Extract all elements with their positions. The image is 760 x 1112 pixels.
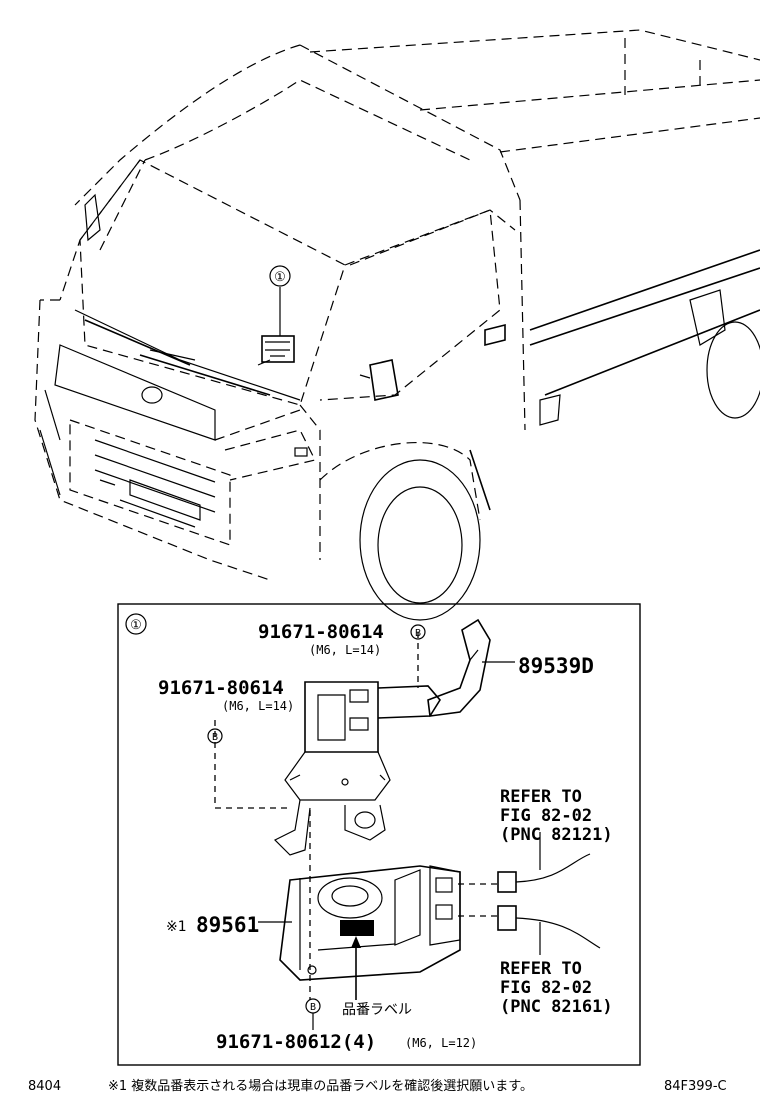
truck-callout-marker: ①: [274, 270, 286, 285]
leader-bolt-left: [214, 720, 288, 809]
truck-illustration: ①: [34, 29, 760, 621]
bolt-upper-spec: (M6, L=14): [309, 643, 381, 657]
footer-figure-code: 84F399-C: [664, 1079, 727, 1094]
bolt-badge-left: B: [207, 728, 223, 744]
footer-note: ※1 複数品番表示される場合は現車の品番ラベルを確認後選択願います。: [108, 1078, 533, 1094]
connector-82121: [497, 832, 591, 893]
svg-text:B: B: [310, 1002, 316, 1013]
svg-text:B: B: [212, 732, 218, 743]
ecu-note-mark: ※1: [166, 919, 187, 935]
detail-callout-marker: ①: [130, 618, 142, 633]
reference-1-line2: FIG 82-02: [500, 806, 592, 826]
connector-82161: [497, 905, 601, 955]
footer-left-code: 8404: [28, 1079, 61, 1094]
bolt-left-spec: (M6, L=14): [222, 699, 294, 713]
part-number-ecu: 89561: [196, 913, 259, 937]
reference-1-line1: REFER TO: [500, 787, 582, 807]
reference-1-line3: (PNC 82121): [500, 825, 613, 845]
part-number-bracket: 89539D: [518, 654, 594, 678]
reference-2-line1: REFER TO: [500, 959, 582, 979]
part-number-bolt-bottom: 91671-80612(4): [216, 1031, 376, 1053]
part-number-bolt-left: 91671-80614: [158, 677, 284, 699]
reference-2-line2: FIG 82-02: [500, 978, 592, 998]
upper-bracket: [273, 681, 441, 856]
label-arrow-head: [351, 936, 361, 948]
detail-callout-circle: [125, 613, 147, 635]
part-number-label-area: [340, 920, 374, 936]
reference-2-line3: (PNC 82161): [500, 997, 613, 1017]
part-label-callout: 品番ラベル: [342, 1002, 412, 1018]
bolt-bottom-spec: (M6, L=12): [405, 1036, 477, 1050]
bolt-badge-upper: B: [410, 624, 426, 640]
svg-text:B: B: [415, 628, 421, 639]
ecu-89561: [279, 865, 461, 981]
detail-frame: [117, 603, 641, 1066]
bolt-badge-bottom: B: [305, 998, 321, 1014]
bracket-89539d: [427, 618, 491, 717]
part-number-bolt-upper: 91671-80614: [258, 621, 384, 643]
